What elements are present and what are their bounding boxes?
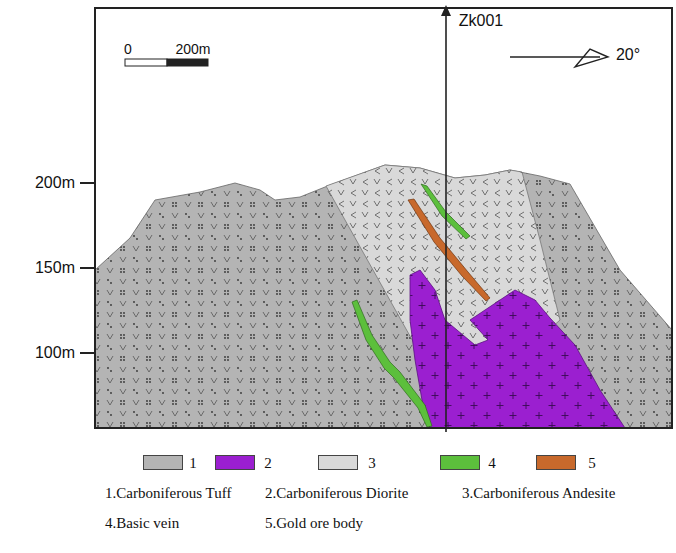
scale-zero: 0 bbox=[124, 42, 132, 56]
legend-text: 4.Basic vein bbox=[105, 516, 179, 531]
legend-number: 2 bbox=[264, 456, 272, 471]
legend-swatch bbox=[143, 455, 183, 470]
legend-swatch bbox=[440, 455, 480, 470]
elevation-tick: 150m bbox=[35, 260, 75, 276]
orientation-angle: 20° bbox=[616, 47, 640, 63]
legend-number: 3 bbox=[368, 456, 376, 471]
legend-number: 5 bbox=[588, 456, 596, 471]
legend-number: 4 bbox=[488, 456, 496, 471]
legend-number: 1 bbox=[189, 456, 197, 471]
drill-hole-name: Zk001 bbox=[459, 13, 503, 29]
legend-text: 3.Carboniferous Andesite bbox=[462, 486, 615, 501]
legend-text: 2.Carboniferous Diorite bbox=[265, 486, 408, 501]
legend-swatch bbox=[318, 455, 358, 470]
legend-text: 5.Gold ore body bbox=[265, 516, 363, 531]
legend-text: 1.Carboniferous Tuff bbox=[105, 486, 231, 501]
legend-swatch bbox=[215, 455, 255, 470]
elevation-tick: 200m bbox=[35, 175, 75, 191]
elevation-tick: 100m bbox=[35, 345, 75, 361]
legend-swatch bbox=[536, 455, 576, 470]
scale-length: 200m bbox=[175, 42, 210, 56]
